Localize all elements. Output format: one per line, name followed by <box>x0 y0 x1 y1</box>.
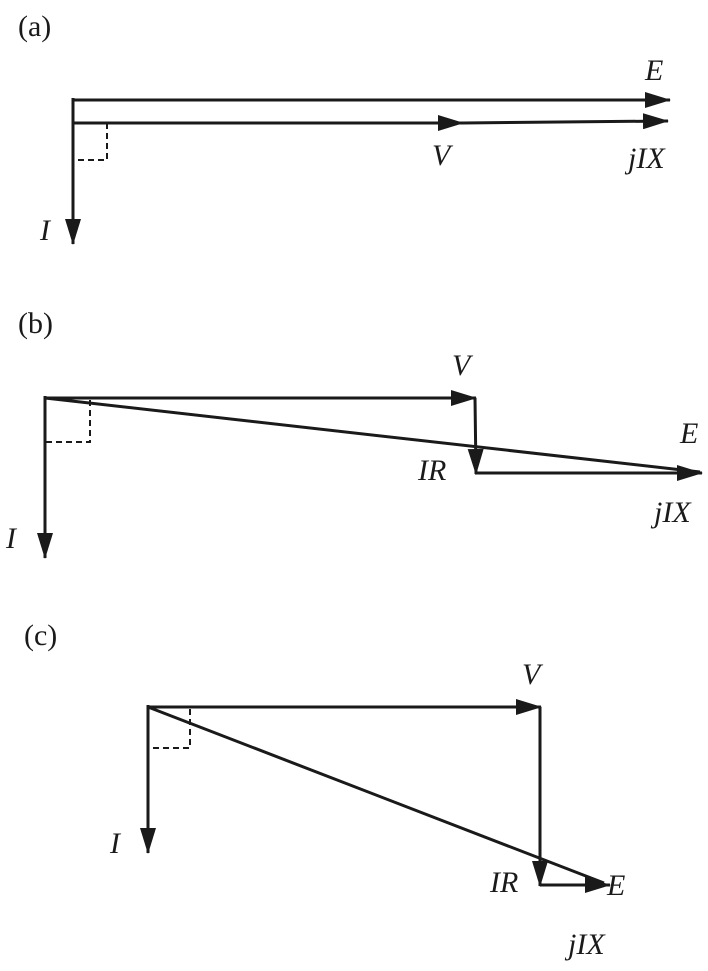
label-I: I <box>39 214 52 247</box>
vector-E <box>147 705 605 885</box>
right-angle-marker <box>73 123 108 161</box>
vector-jIX <box>462 113 669 130</box>
label-E: E <box>606 869 625 902</box>
label-V: V <box>432 139 454 172</box>
label-E: E <box>644 54 663 87</box>
right-angle-marker <box>45 400 91 443</box>
panel-label: (c) <box>24 619 57 652</box>
label-IR: IR <box>489 866 518 899</box>
label-jIX: jIX <box>624 142 666 175</box>
panel-c: (c) V IR E jIX I <box>24 619 625 961</box>
label-IR: IR <box>417 454 446 487</box>
label-I: I <box>5 522 18 555</box>
label-E: E <box>679 417 698 450</box>
label-jIX: jIX <box>564 928 606 961</box>
label-I: I <box>109 827 122 860</box>
label-V: V <box>522 658 544 691</box>
panel-label: (b) <box>18 307 53 340</box>
panel-a: (a) E V jIX I <box>18 10 671 247</box>
label-jIX: jIX <box>650 496 692 529</box>
vector-E <box>44 396 701 474</box>
label-V: V <box>452 349 474 382</box>
panel-label: (a) <box>18 10 51 43</box>
vector-IR <box>467 397 484 475</box>
panel-b: (b) V E IR jIX I <box>5 307 703 559</box>
right-angle-marker <box>148 709 191 749</box>
